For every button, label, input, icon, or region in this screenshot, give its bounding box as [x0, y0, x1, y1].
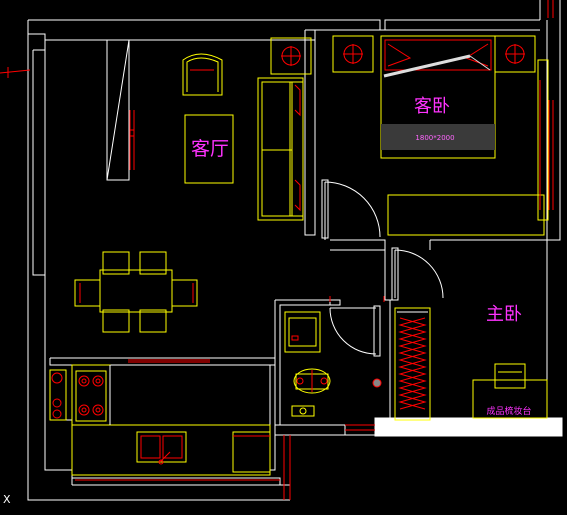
bath-sink — [284, 311, 321, 353]
closet — [394, 307, 431, 421]
master-door — [391, 247, 444, 301]
bed — [380, 35, 496, 159]
guest-door — [321, 179, 381, 239]
axis-marker: X — [3, 493, 11, 506]
fridge — [232, 431, 271, 473]
master-bedroom-label: 主卧 — [486, 304, 522, 325]
vanity-label: 成品梳妆台 — [486, 405, 531, 417]
shower-icon — [372, 378, 382, 388]
living-room: 客厅 — [74, 39, 304, 333]
vanity — [472, 363, 548, 419]
walls — [27, 0, 563, 501]
bath-door — [329, 305, 381, 357]
bathroom — [284, 296, 385, 417]
living-room-label: 客厅 — [191, 138, 229, 160]
armchair — [182, 53, 223, 96]
guest-bedroom: 客卧 1800*2000 — [270, 35, 549, 239]
sofa — [257, 77, 304, 221]
nightstand-left — [332, 35, 374, 73]
dining-table — [74, 251, 198, 333]
closet-hangers — [398, 317, 427, 410]
bed-size-badge — [381, 124, 495, 150]
toilet — [293, 368, 331, 394]
kitchen — [49, 364, 271, 476]
guest-bedroom-label: 客卧 — [414, 96, 450, 117]
tv-cabinet — [387, 194, 545, 236]
appliance — [49, 369, 67, 421]
bath-fixtures — [329, 296, 385, 302]
coffee-table — [184, 114, 234, 184]
master-bedroom: 主卧 成品梳妆台 — [391, 247, 548, 421]
wardrobe — [537, 59, 549, 221]
nightstand-living — [270, 37, 312, 75]
stove — [75, 370, 107, 422]
wall-hatching — [0, 0, 554, 500]
bed-size-label: 1800*2000 — [415, 134, 454, 142]
kitchen-sink — [136, 431, 187, 465]
built-in-cabinet — [106, 39, 135, 181]
floor-drain — [291, 405, 315, 417]
